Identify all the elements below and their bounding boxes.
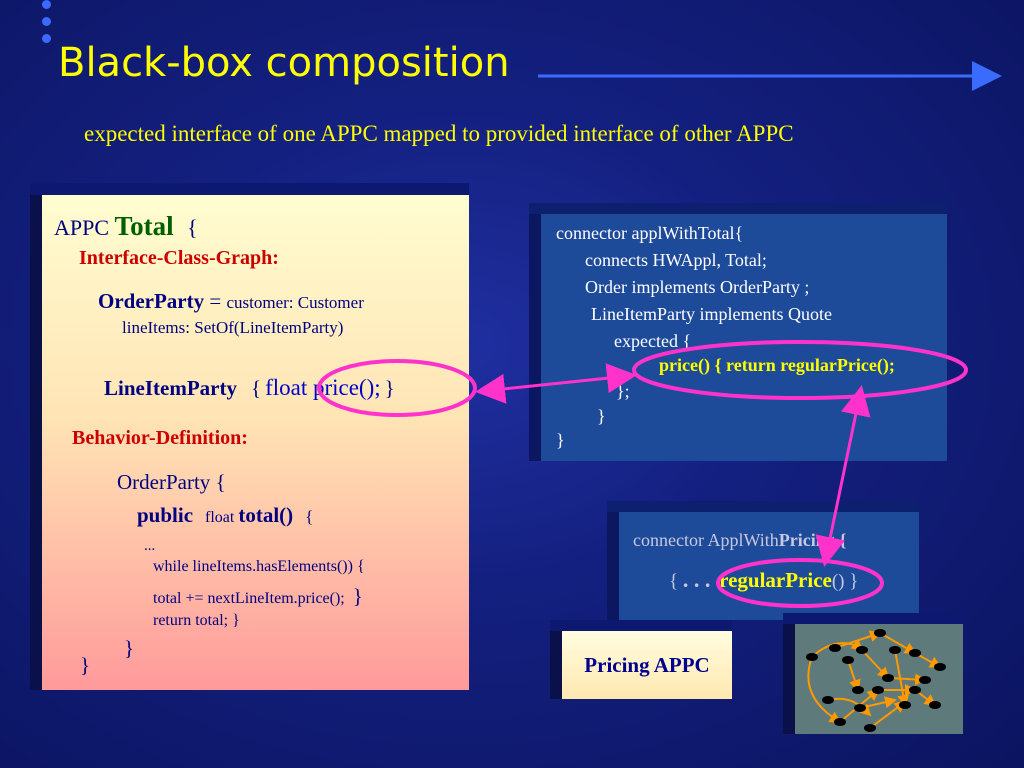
connector2-box-edge [607, 503, 619, 620]
pricing-appc-label: Pricing APPC [584, 653, 710, 677]
price-method-highlight [317, 359, 477, 417]
appc-open-brace: { [187, 215, 198, 240]
orderparty-decl: OrderParty = customer: Customer [98, 289, 364, 314]
bd-orderparty-brace: { [215, 470, 226, 494]
while-line: while lineItems.hasElements()) { [153, 558, 365, 575]
return-line: return total; } [153, 612, 240, 629]
float-keyword: float [205, 509, 235, 526]
connector2-dots: . . . [682, 567, 711, 592]
connector2-open: { [669, 571, 683, 592]
total-method-brace: { [305, 507, 314, 526]
connector2-line2: { . . . regularPrice() } [669, 567, 858, 593]
pricing-box-edge [550, 620, 732, 631]
close-inner-brace: } [124, 636, 135, 660]
regularprice-highlight [716, 558, 884, 608]
bd-orderparty: OrderParty { [117, 470, 226, 495]
appc-keyword: APPC [54, 215, 110, 240]
class-graph-nodes [806, 629, 946, 732]
connector1-line9: } [556, 430, 565, 450]
lineitemparty-open: { [250, 376, 262, 400]
price-mapping-highlight [632, 340, 968, 400]
connector1-price-mapping: price() { return regularPrice(); [659, 355, 895, 375]
pricing-box-edge [550, 622, 562, 699]
lineitemparty-close: } [384, 376, 395, 400]
connector1-line4: LineItemParty implements Quote [591, 304, 832, 324]
bullet-dot [42, 0, 51, 9]
connector1-line2: connects HWAppl, Total; [585, 250, 767, 270]
slide-title: Black-box composition [58, 40, 510, 86]
bd-orderparty-name: OrderParty [117, 470, 211, 494]
graph-box-edge [783, 613, 963, 624]
orderparty-name: OrderParty [98, 289, 205, 313]
graph-box-edge [783, 615, 795, 734]
appc-header: APPC Total { [54, 211, 198, 242]
connector2-box-edge [607, 501, 919, 512]
appc-box-edge [30, 183, 469, 195]
total-method-name: total() [238, 503, 294, 527]
connector1-line1: connector applWithTotal{ [556, 223, 744, 243]
connector1-line3: Order implements OrderParty ; [585, 277, 810, 297]
connector1-box-edge [529, 203, 947, 214]
pricing-appc-box: Pricing APPC [562, 631, 732, 699]
bullet-dot [42, 17, 51, 26]
connector2-tail: () } [831, 571, 859, 592]
icg-label: Interface-Class-Graph: [79, 247, 279, 269]
close-outer-brace: } [80, 653, 91, 677]
appc-total-box: APPC Total { Interface-Class-Graph: Orde… [42, 195, 469, 690]
appc-box-edge [30, 185, 42, 690]
connector2-regularprice: regularPrice [719, 568, 832, 592]
mapping-arrow-down [815, 385, 871, 567]
connector1-line5: expected { [614, 331, 692, 351]
total-line-text: total += nextLineItem.price(); [153, 590, 345, 607]
total-line-brace: } [352, 584, 363, 608]
lineitems-decl: lineItems: SetOf(LineItemParty) [122, 318, 344, 337]
appc-name: Total [114, 211, 174, 241]
lineitemparty-name: LineItemParty [104, 376, 237, 400]
mapping-arrow-left [475, 363, 637, 404]
public-keyword: public [137, 503, 194, 527]
bd-label: Behavior-Definition: [72, 427, 248, 449]
total-line: total += nextLineItem.price(); } [153, 584, 363, 609]
slide-subtitle: expected interface of one APPC mapped to… [84, 121, 794, 146]
orderparty-customer: customer: Customer [226, 293, 364, 312]
code-ellipsis: ... [144, 538, 156, 554]
connector1-line8: } [597, 406, 606, 426]
total-method-decl: public float total() { [137, 503, 313, 528]
orderparty-eq: = [204, 289, 227, 313]
connector2-prefix: connector ApplWith [633, 530, 779, 550]
bullet-dot [42, 34, 51, 43]
connector-applwithtotal-box: connector applWithTotal{ connects HWAppl… [541, 214, 947, 461]
